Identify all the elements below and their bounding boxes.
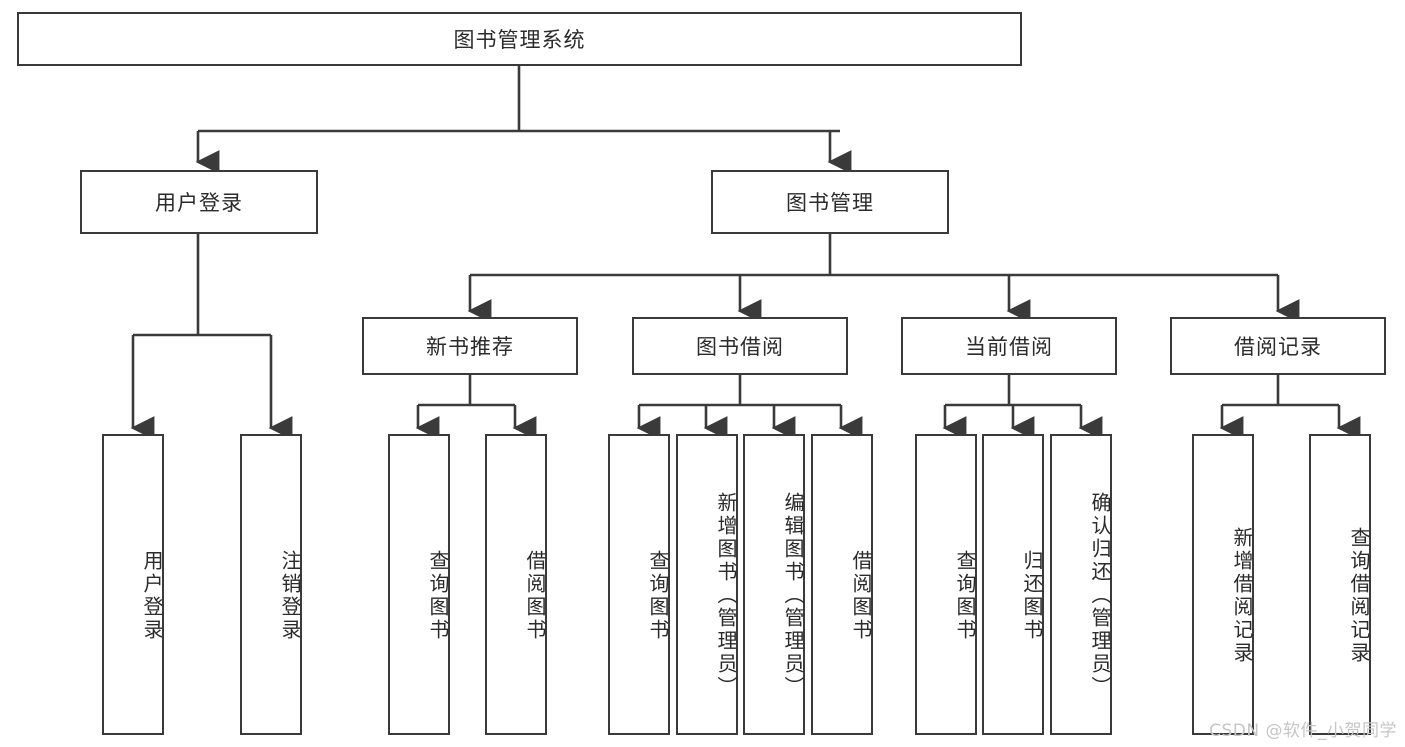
node-label: 查询图书 bbox=[426, 549, 450, 642]
node-label: 用户登录 bbox=[155, 191, 243, 215]
leaf-current-query-book[interactable]: 查询图书 bbox=[915, 434, 977, 735]
node-label: 新增借阅记录 bbox=[1230, 526, 1254, 665]
node-label: 当前借阅 bbox=[965, 335, 1053, 359]
leaf-record-add-record[interactable]: 新增借阅记录 bbox=[1192, 434, 1254, 735]
node-label: 图书借阅 bbox=[696, 335, 784, 359]
node-label: 新书推荐 bbox=[426, 335, 514, 359]
leaf-recommend-borrow-book[interactable]: 借阅图书 bbox=[485, 434, 547, 735]
node-book-management[interactable]: 图书管理 bbox=[711, 170, 949, 234]
node-label: 借阅记录 bbox=[1234, 335, 1322, 359]
node-label: 借阅图书 bbox=[849, 549, 873, 642]
leaf-borrow-edit-book-admin[interactable]: 编辑图书（管理员） bbox=[743, 434, 805, 735]
node-label: 归还图书 bbox=[1020, 549, 1044, 642]
leaf-user-login-login[interactable]: 用户登录 bbox=[102, 434, 164, 735]
leaf-recommend-query-book[interactable]: 查询图书 bbox=[388, 434, 450, 735]
node-label: 注销登录 bbox=[278, 549, 302, 642]
node-book-borrow[interactable]: 图书借阅 bbox=[632, 317, 848, 375]
leaf-current-return-book[interactable]: 归还图书 bbox=[982, 434, 1044, 735]
leaf-borrow-add-book-admin[interactable]: 新增图书（管理员） bbox=[676, 434, 738, 735]
node-borrow-record[interactable]: 借阅记录 bbox=[1170, 317, 1386, 375]
leaf-borrow-borrow-book[interactable]: 借阅图书 bbox=[811, 434, 873, 735]
leaf-user-login-logout[interactable]: 注销登录 bbox=[240, 434, 302, 735]
node-label: 查询图书 bbox=[953, 549, 977, 642]
node-label: 新增图书（管理员） bbox=[714, 492, 738, 699]
node-label: 查询图书 bbox=[646, 549, 670, 642]
node-label: 查询借阅记录 bbox=[1347, 526, 1371, 665]
node-label: 图书管理系统 bbox=[453, 28, 586, 52]
leaf-record-query-record[interactable]: 查询借阅记录 bbox=[1309, 434, 1371, 735]
node-label: 用户登录 bbox=[140, 549, 164, 642]
leaf-current-confirm-return-admin[interactable]: 确认归还（管理员） bbox=[1050, 434, 1112, 735]
node-label: 编辑图书（管理员） bbox=[781, 492, 805, 699]
csdn-watermark: CSDN @软件_小贺同学 bbox=[1209, 721, 1397, 741]
node-current-borrow[interactable]: 当前借阅 bbox=[901, 317, 1117, 375]
node-root-system[interactable]: 图书管理系统 bbox=[17, 12, 1022, 66]
node-new-book-recommend[interactable]: 新书推荐 bbox=[362, 317, 578, 375]
node-label: 图书管理 bbox=[786, 191, 874, 215]
node-user-login[interactable]: 用户登录 bbox=[80, 170, 318, 234]
node-label: 确认归还（管理员） bbox=[1088, 492, 1112, 699]
leaf-borrow-query-book[interactable]: 查询图书 bbox=[608, 434, 670, 735]
node-label: 借阅图书 bbox=[523, 549, 547, 642]
